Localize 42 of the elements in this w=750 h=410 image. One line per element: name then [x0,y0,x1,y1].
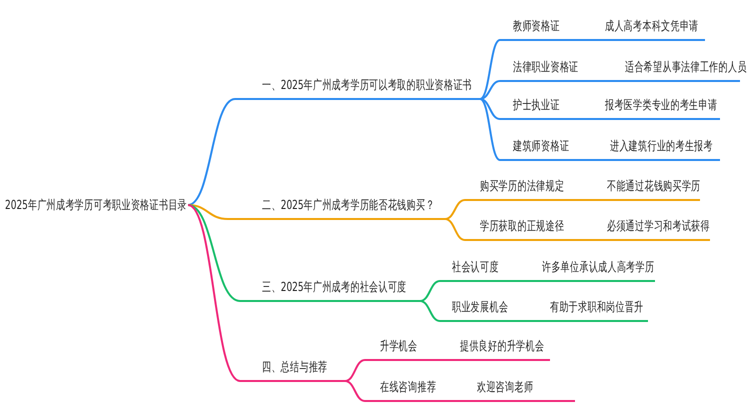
description-text: 成人高考本科文凭申请 [605,18,699,35]
description-text: 不能通过花钱购买学历 [607,178,701,195]
topic-text: 三、2025年广州成考的社会认可度 [262,279,407,296]
branch-connector [480,80,500,100]
description-text: 报考医学类专业的考生申请 [605,97,718,114]
root-topic: 2025年广州成考学历可考职业资格证书目录 [5,193,188,217]
branch-connector [420,300,440,322]
branch-connector [188,98,236,206]
topic-text: 职业发展机会 [452,299,508,316]
topic-text: 学历获取的正规途径 [480,218,564,235]
topic-text: 一、2025年广州成考学历可以考取的职业资格证书 [262,77,472,94]
branch-topic [240,278,420,302]
description-text: 进入建筑行业的考生报考 [610,138,713,155]
branch-connector [344,359,366,382]
description-text: 欢迎咨询老师 [477,379,534,396]
description-text: 许多单位承认成人高考学历 [542,259,654,276]
branch-topic [235,76,480,100]
topic-text: 社会认可度 [452,259,499,276]
branch-connector [444,199,466,220]
branch-connector [444,218,466,241]
description-text: 提供良好的升学机会 [460,338,544,355]
topic-text: 购买学历的法律规定 [480,178,564,195]
topic-text: 建筑师资格证 [513,138,570,155]
branch-connector [188,204,228,220]
branch-connector [480,98,500,120]
branch-connector [188,204,240,302]
branch-connector [344,380,366,402]
topic-text: 法律职业资格证 [513,59,579,76]
topic-text: 四、总结与推荐 [262,359,328,376]
topic-text: 二、2025年广州成考学历能否花钱购买？ [262,197,435,214]
branch-connector [480,98,500,161]
topic-text: 教师资格证 [513,18,560,35]
branch-connector [480,39,500,100]
topic-text: 升学机会 [380,338,418,355]
description-text: 有助于求职和岗位晋升 [550,299,644,316]
description-text: 必须通过学习和考试获得 [607,218,710,235]
topic-text: 在线咨询推荐 [380,379,436,396]
branch-connector [420,280,440,302]
description-text: 适合希望从事法律工作的人员 [625,59,747,76]
branch-topic [228,196,445,220]
topic-text: 护士执业证 [513,97,560,114]
branch-connector [188,204,240,382]
